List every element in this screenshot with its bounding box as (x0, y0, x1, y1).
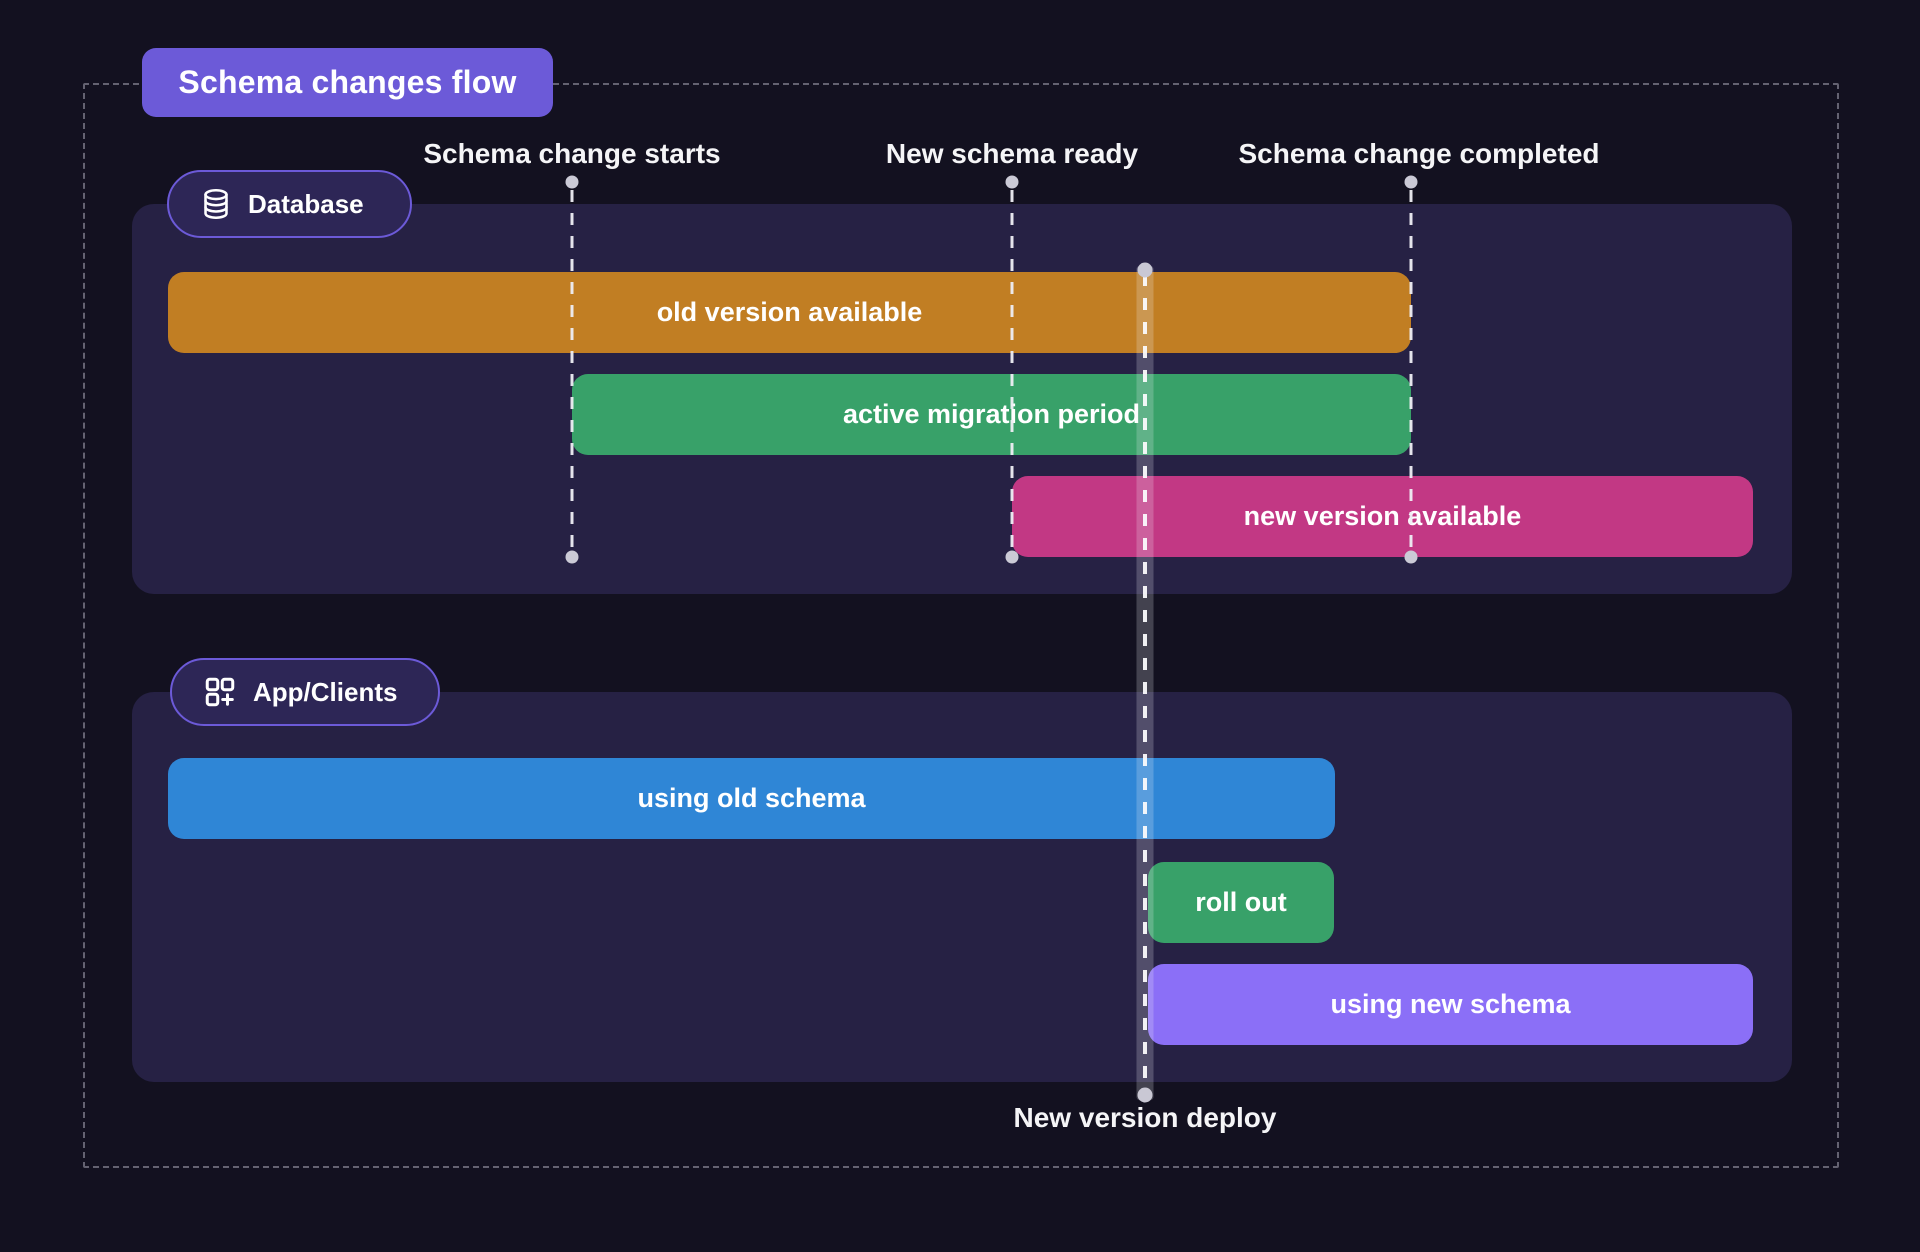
bar-using-new-schema-label: using new schema (1330, 989, 1571, 1019)
milestone-label-schema-change-starts: Schema change starts (423, 138, 721, 169)
bar-active-migration-period-label: active migration period (842, 399, 1141, 429)
milestone-label-schema-change-completed: Schema change completed (1238, 138, 1600, 169)
milestone-line-schema-change-completed (1409, 190, 1413, 557)
milestone-label-new-schema-ready: New schema ready (885, 138, 1139, 169)
deploy-marker-label: New version deploy (1013, 1102, 1277, 1133)
milestone-line-schema-change-starts (570, 190, 574, 557)
apps-icon (202, 674, 238, 710)
diagram-dashed-frame (83, 83, 1839, 1168)
deploy-marker-line (1143, 274, 1147, 1090)
milestone-dot-top-completed (1404, 175, 1418, 189)
bar-roll-out-label: roll out (1195, 887, 1287, 917)
bar-using-old-schema: using old schema (168, 758, 1335, 839)
bar-roll-out: roll out (1148, 862, 1334, 943)
deploy-marker-dot-bottom (1137, 1087, 1153, 1103)
deploy-marker-dot-top (1137, 262, 1153, 278)
bar-new-version-available-label: new version available (1243, 501, 1522, 531)
bar-new-version-available: new version available (1012, 476, 1753, 557)
milestone-dot-top-ready (1005, 175, 1019, 189)
database-icon (199, 187, 233, 221)
app-clients-lane-label: App/Clients (253, 676, 398, 707)
milestone-dot-bottom-starts (565, 550, 579, 564)
diagram-title: Schema changes flow (142, 48, 553, 117)
database-lane-badge: Database (167, 170, 412, 238)
milestone-dot-bottom-ready (1005, 550, 1019, 564)
milestone-dot-top-starts (565, 175, 579, 189)
bar-old-version-available: old version available (168, 272, 1411, 353)
diagram-title-label: Schema changes flow (178, 64, 517, 100)
bar-old-version-available-label: old version available (656, 297, 923, 327)
milestone-dot-bottom-completed (1404, 550, 1418, 564)
milestone-line-new-schema-ready (1010, 190, 1014, 557)
bar-active-migration-period: active migration period (572, 374, 1411, 455)
database-lane-label: Database (248, 188, 364, 219)
bar-using-new-schema: using new schema (1148, 964, 1753, 1045)
app-clients-lane-badge: App/Clients (170, 658, 440, 726)
bar-using-old-schema-label: using old schema (637, 783, 866, 813)
